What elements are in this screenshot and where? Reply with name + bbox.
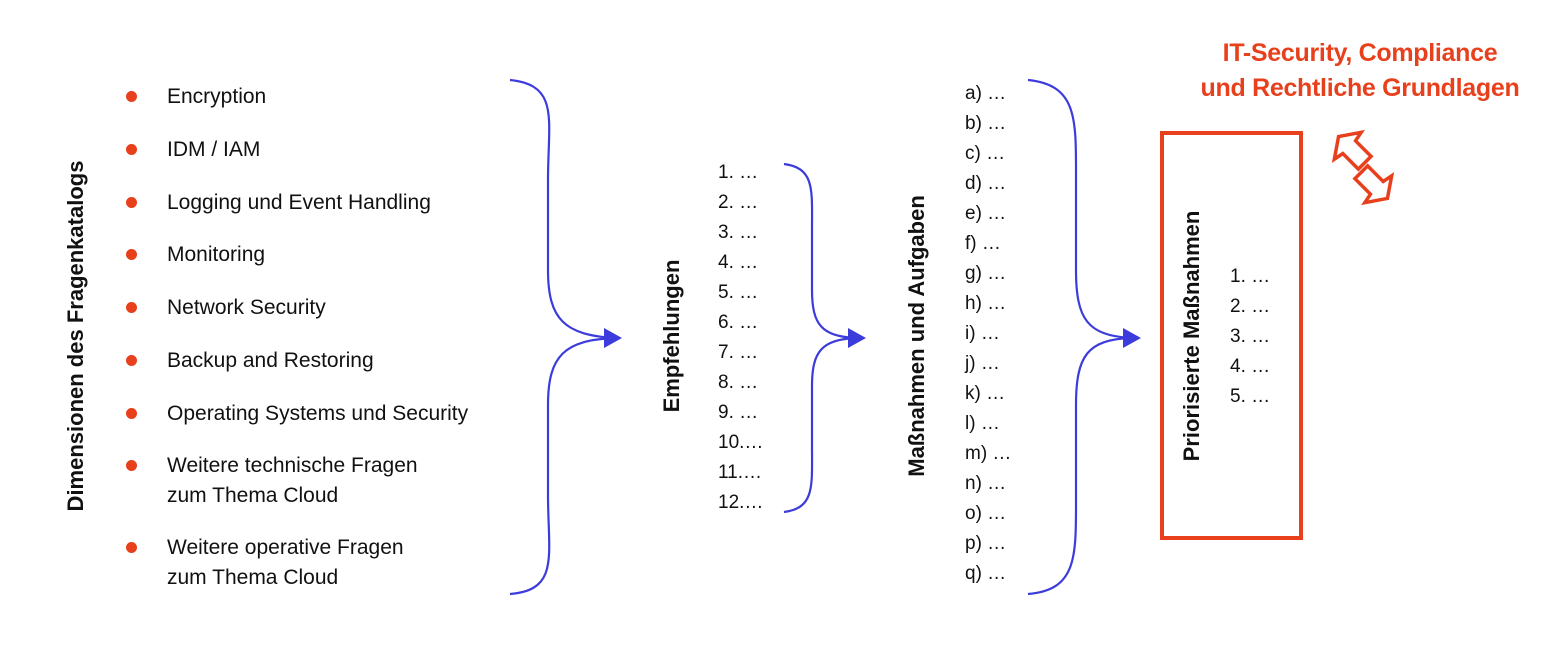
recommendation-item: 8. … (718, 372, 759, 393)
measure-item: h) … (965, 293, 1007, 314)
measure-item: q) … (965, 563, 1007, 584)
compliance-title-line2: und Rechtliche Grundlagen (1200, 74, 1520, 102)
prioritized-item: 5. … (1230, 386, 1271, 407)
dimension-label: Backup and Restoring (167, 349, 374, 372)
measure-item: n) … (965, 473, 1007, 494)
recommendation-item: 4. … (718, 252, 759, 273)
measure-item: e) … (965, 203, 1007, 224)
dimension-label: Encryption (167, 85, 267, 108)
bullet-dot-icon (126, 144, 137, 155)
recommendation-item: 1. … (718, 162, 759, 183)
measure-item: k) … (965, 383, 1006, 404)
dimension-label: Logging und Event Handling (167, 191, 431, 214)
prioritized-item: 3. … (1230, 326, 1271, 347)
recommendation-item: 5. … (718, 282, 759, 303)
prioritized-box (1160, 131, 1303, 540)
arrowhead-3 (1123, 328, 1141, 348)
bullet-dot-icon (126, 408, 137, 419)
arrowhead-2 (848, 328, 866, 348)
dimension-label: Weitere operative Fragen zum Thema Cloud (167, 536, 404, 589)
dimension-label: Operating Systems und Security (167, 402, 469, 425)
arrowhead-1 (604, 328, 622, 348)
bullet-dot-icon (126, 249, 137, 260)
recommendation-item: 9. … (718, 402, 759, 423)
recommendation-item: 2. … (718, 192, 759, 213)
dimension-label: Weitere technische Fragen zum Thema Clou… (167, 454, 418, 507)
bidirectional-arrow-icon (1331, 129, 1395, 206)
compliance-title-line1: IT-Security, Compliance (1222, 39, 1498, 67)
measure-item: i) … (965, 323, 1000, 344)
recommendation-item: 11.… (718, 462, 763, 483)
bullet-dot-icon (126, 197, 137, 208)
dimension-label: Monitoring (167, 243, 266, 266)
recommendation-item: 3. … (718, 222, 759, 243)
measure-item: d) … (965, 173, 1007, 194)
measure-item: b) … (965, 113, 1007, 134)
measure-item: c) … (965, 143, 1006, 164)
bullet-dot-icon (126, 355, 137, 366)
dimension-label: Network Security (167, 296, 326, 319)
measure-item: f) … (965, 233, 1001, 254)
brace-recommendations (783, 162, 856, 514)
recommendation-item: 7. … (718, 342, 759, 363)
recommendation-item: 12.… (718, 492, 764, 513)
brace-dimensions (509, 78, 616, 596)
bullet-dot-icon (126, 302, 137, 313)
recommendation-item: 6. … (718, 312, 759, 333)
measure-item: o) … (965, 503, 1007, 524)
dimension-label: IDM / IAM (167, 138, 261, 161)
prioritized-item: 1. … (1230, 266, 1271, 287)
bullet-dot-icon (126, 460, 137, 471)
measure-item: g) … (965, 263, 1007, 284)
measure-item: p) … (965, 533, 1007, 554)
prioritized-item: 4. … (1230, 356, 1271, 377)
measure-item: j) … (965, 353, 1000, 374)
recommendation-item: 10.… (718, 432, 764, 453)
compliance-title: IT-Security, Compliance und Rechtliche G… (1140, 36, 1560, 106)
brace-measures (1027, 78, 1131, 596)
measure-item: a) … (965, 83, 1007, 104)
bullet-dot-icon (126, 91, 137, 102)
bullet-dot-icon (126, 542, 137, 553)
measure-item: l) … (965, 413, 1000, 434)
prioritized-item: 2. … (1230, 296, 1271, 317)
measure-item: m) … (965, 443, 1012, 464)
